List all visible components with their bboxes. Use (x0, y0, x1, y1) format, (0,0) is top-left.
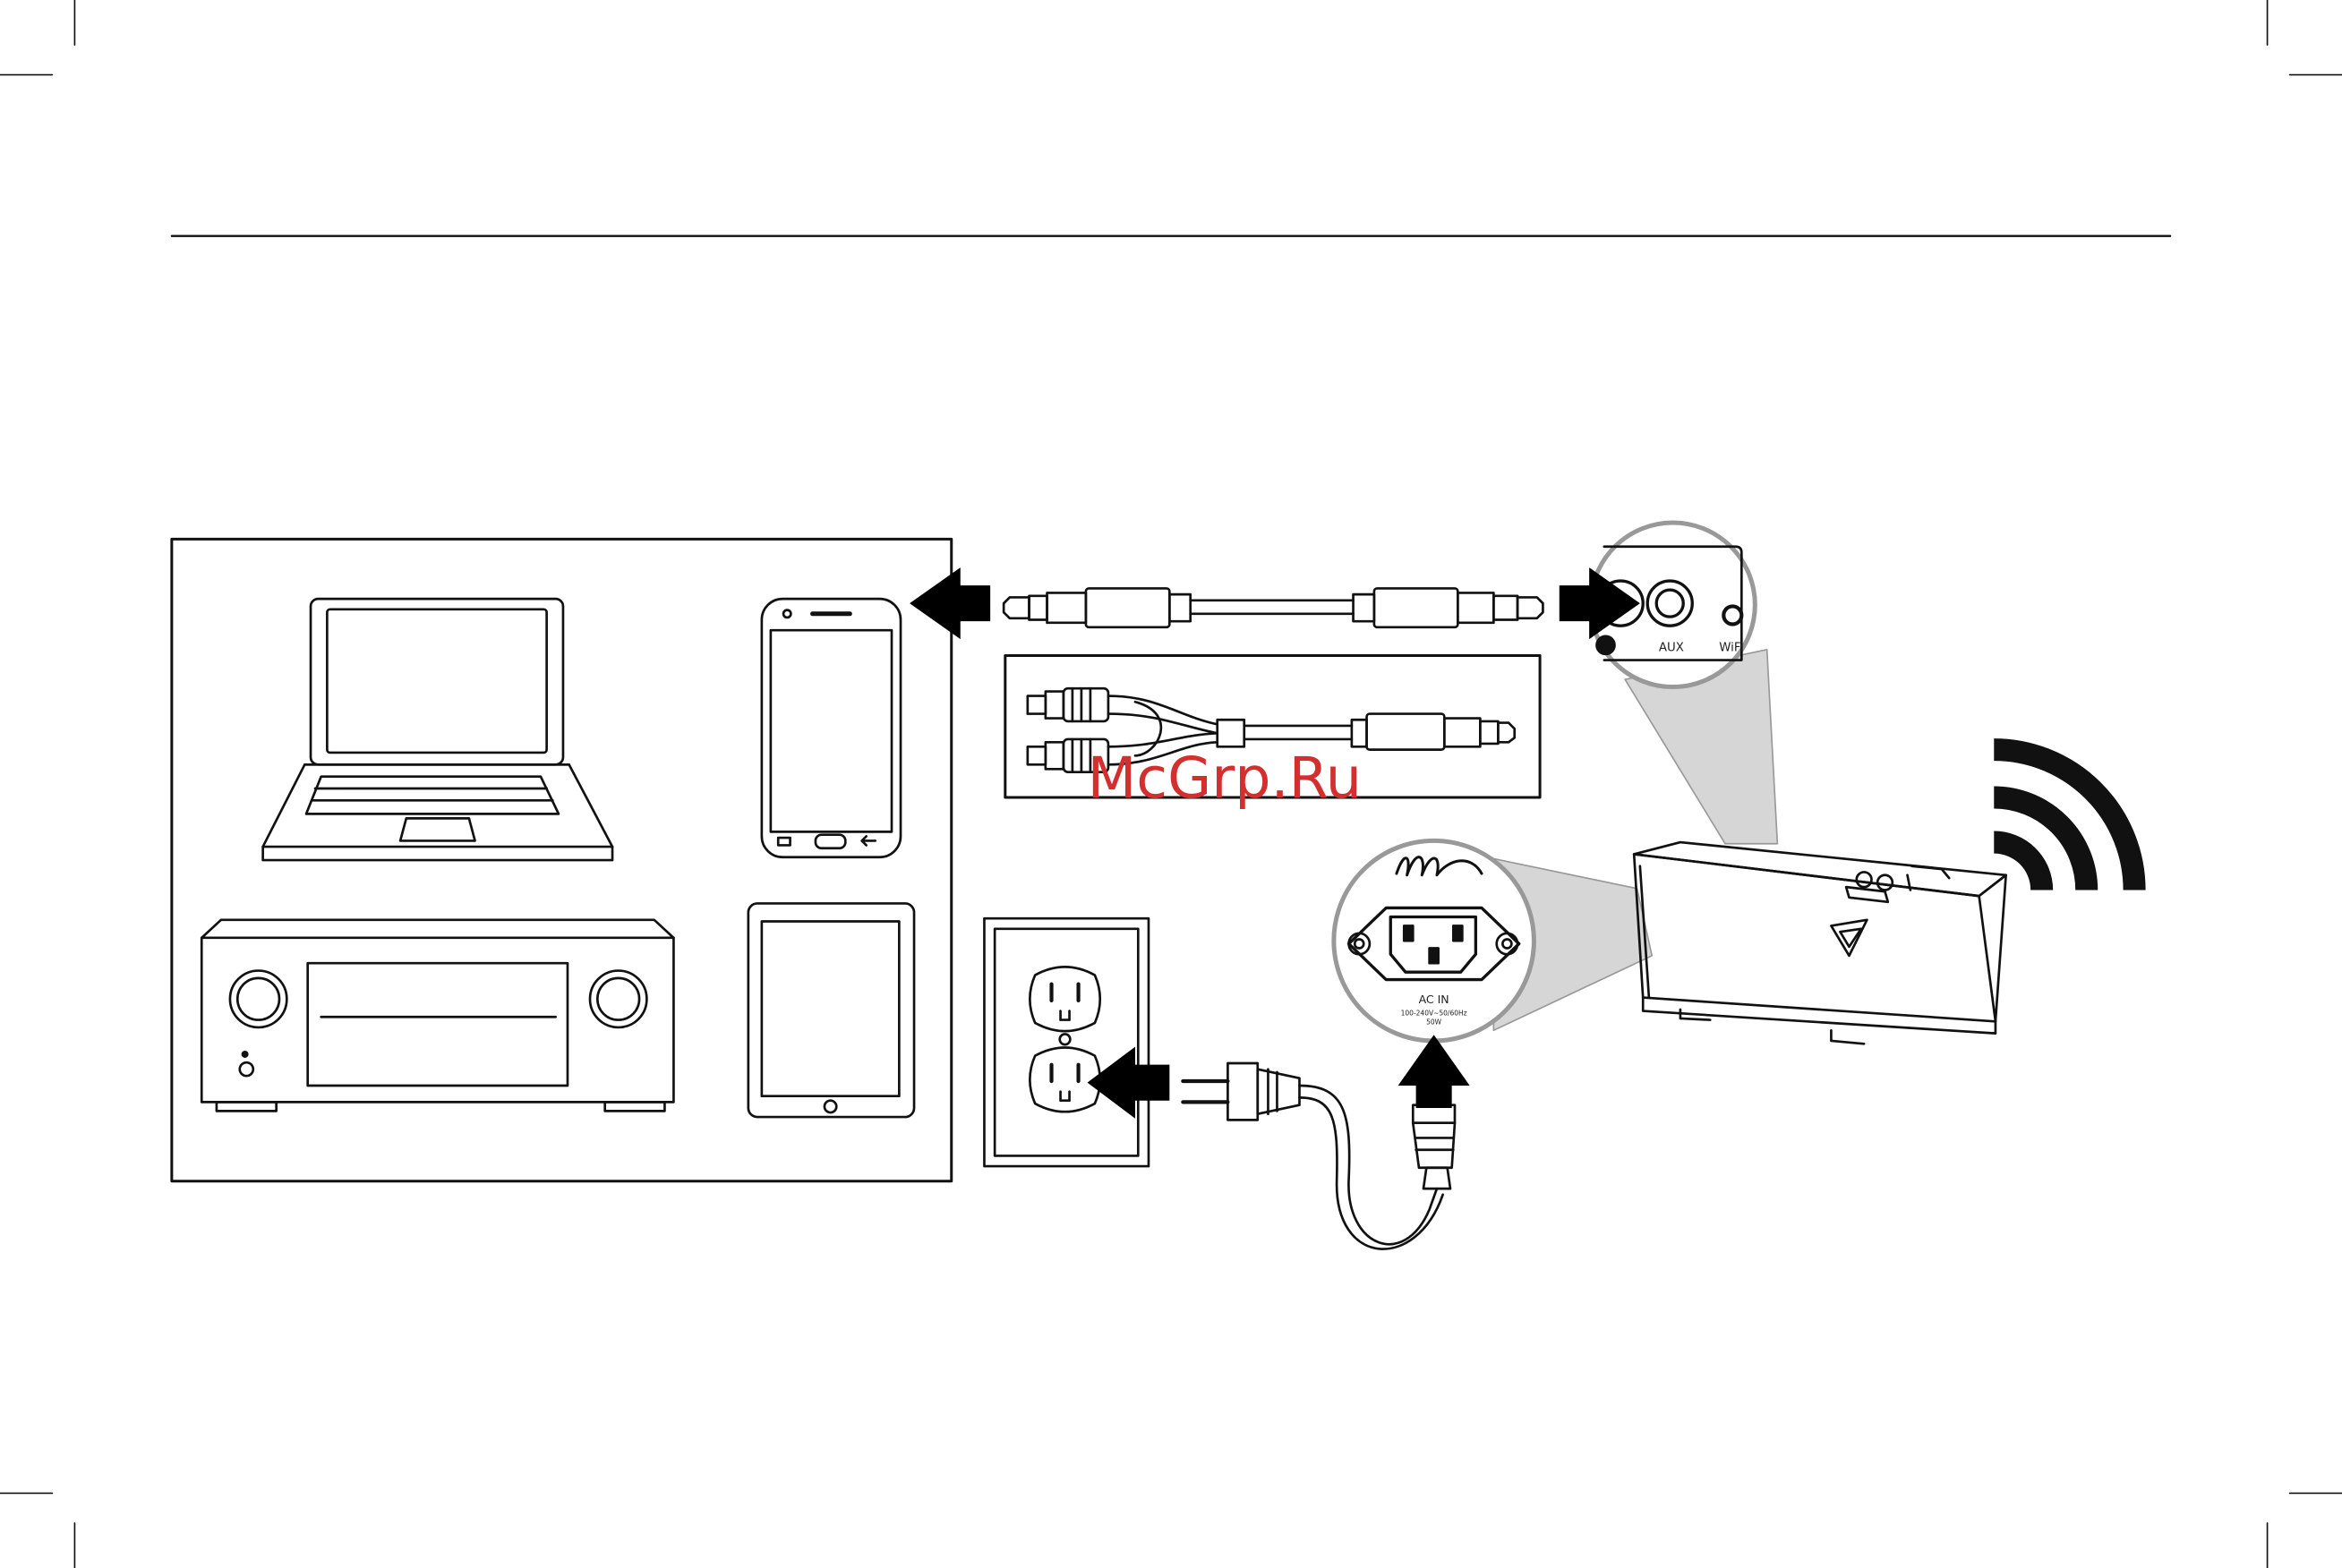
aux-label: AUX (1659, 642, 1684, 655)
arrow-to-devices-icon (910, 567, 990, 639)
aux-callout (1591, 523, 1778, 844)
ac-callout (1334, 840, 1652, 1041)
power-cord-icon (1183, 1063, 1455, 1249)
av-receiver-icon (201, 920, 673, 1112)
arrow-to-outlet-icon (1088, 1047, 1170, 1119)
watermark-text: McGrp.Ru (1088, 745, 1362, 811)
ac-rating-line-2: 50W (1426, 1018, 1442, 1027)
wifi-waves-icon (1994, 750, 2134, 891)
wifi-label: WiFi (1719, 642, 1743, 655)
speaker-icon (1634, 842, 2005, 1044)
tablet-icon (748, 903, 914, 1117)
arrow-to-ac-in-icon (1398, 1035, 1470, 1108)
ac-rating-line-1: 100-240V~50/60Hz (1401, 1010, 1467, 1018)
ac-in-label: AC IN (1419, 993, 1449, 1006)
wall-outlet-icon (984, 918, 1149, 1166)
smartphone-icon (762, 599, 901, 857)
laptop-icon (263, 599, 612, 860)
aux-cable-icon (1004, 588, 1543, 626)
